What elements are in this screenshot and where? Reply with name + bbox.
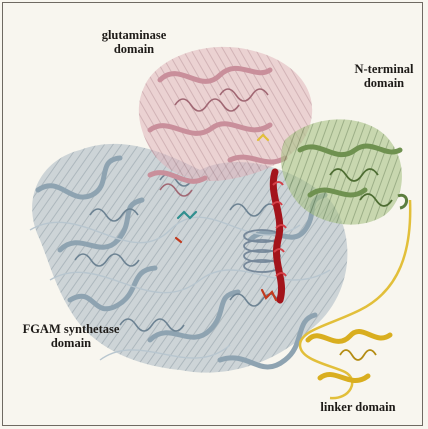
n-terminal-domain-label: N-terminal domain [342,62,426,90]
fgam-synthetase-domain-label: FGAM synthetase domain [4,322,138,350]
linker-domain-label: linker domain [296,400,420,414]
glutaminase-domain-label: glutaminase domain [86,28,182,56]
